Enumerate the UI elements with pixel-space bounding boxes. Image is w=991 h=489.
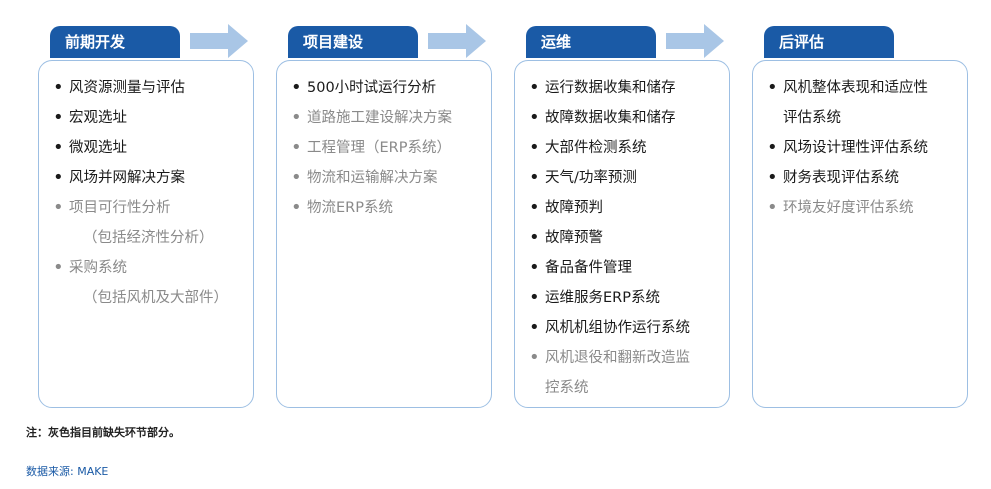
list-item: 备品备件管理 xyxy=(529,253,719,283)
list-item: 天气/功率预测 xyxy=(529,163,719,193)
stage-title: 后评估 xyxy=(764,26,894,58)
item-text: 天气/功率预测 xyxy=(545,170,637,186)
item-text: （包括经济性分析） xyxy=(83,230,214,246)
item-text: 运行数据收集和储存 xyxy=(545,80,676,96)
item-text: 环境友好度评估系统 xyxy=(783,200,914,216)
stage-title: 前期开发 xyxy=(50,26,180,58)
list-item: 环境友好度评估系统 xyxy=(767,193,957,223)
item-text: 风机整体表现和适应性 xyxy=(783,80,928,96)
stage-box: 风资源测量与评估宏观选址微观选址风场并网解决方案项目可行性分析 （包括经济性分析）… xyxy=(38,60,254,408)
list-item: 微观选址 xyxy=(53,133,243,163)
item-text: 风机机组协作运行系统 xyxy=(545,320,690,336)
item-text: 物流和运输解决方案 xyxy=(307,170,438,186)
stage-title: 项目建设 xyxy=(288,26,418,58)
item-text: 风场设计理性评估系统 xyxy=(783,140,928,156)
stage-box: 运行数据收集和储存故障数据收集和储存大部件检测系统天气/功率预测故障预判故障预警… xyxy=(514,60,730,408)
item-text: 500小时试运行分析 xyxy=(307,80,437,96)
item-text: 风机退役和翻新改造监 xyxy=(545,350,690,366)
item-text: 道路施工建设解决方案 xyxy=(307,110,452,126)
item-text: 微观选址 xyxy=(69,140,127,156)
list-item: 工程管理（ERP系统） xyxy=(291,133,481,163)
item-text: 备品备件管理 xyxy=(545,260,632,276)
right-arrow-icon xyxy=(190,24,248,58)
list-item: 故障数据收集和储存 xyxy=(529,103,719,133)
list-item: 项目可行性分析 （包括经济性分析） xyxy=(53,193,243,253)
item-text: 运维服务ERP系统 xyxy=(545,290,660,306)
stage-item-list: 500小时试运行分析道路施工建设解决方案工程管理（ERP系统） 物流和运输解决方案… xyxy=(291,73,481,223)
list-item: 财务表现评估系统 xyxy=(767,163,957,193)
item-text: 故障数据收集和储存 xyxy=(545,110,676,126)
list-item: 采购系统 （包括风机及大部件） xyxy=(53,253,243,313)
list-item: 物流和运输解决方案 xyxy=(291,163,481,193)
list-item: 运行数据收集和储存 xyxy=(529,73,719,103)
item-text: 项目可行性分析 xyxy=(69,200,171,216)
item-text: （包括风机及大部件） xyxy=(83,290,228,306)
list-item: 大部件检测系统 xyxy=(529,133,719,163)
list-item: 风机机组协作运行系统 xyxy=(529,313,719,343)
stage-item-list: 运行数据收集和储存故障数据收集和储存大部件检测系统天气/功率预测故障预判故障预警… xyxy=(529,73,719,403)
right-arrow-icon xyxy=(428,24,486,58)
list-item: 风资源测量与评估 xyxy=(53,73,243,103)
item-text: 故障预警 xyxy=(545,230,603,246)
stage-box: 500小时试运行分析道路施工建设解决方案工程管理（ERP系统） 物流和运输解决方案… xyxy=(276,60,492,408)
list-item: 故障预判 xyxy=(529,193,719,223)
stage-item-list: 风机整体表现和适应性评估系统风场设计理性评估系统财务表现评估系统环境友好度评估系… xyxy=(767,73,957,223)
item-text: 物流ERP系统 xyxy=(307,200,393,216)
right-arrow-icon xyxy=(666,24,724,58)
item-text: 工程管理（ERP系统） xyxy=(307,140,451,156)
item-text: 采购系统 xyxy=(69,260,127,276)
list-item: 风场并网解决方案 xyxy=(53,163,243,193)
item-text: 评估系统 xyxy=(783,110,841,126)
item-text: 财务表现评估系统 xyxy=(783,170,899,186)
item-text: 风场并网解决方案 xyxy=(69,170,185,186)
footnote: 注：灰色指目前缺失环节部分。 xyxy=(26,426,180,439)
stage-box: 风机整体表现和适应性评估系统风场设计理性评估系统财务表现评估系统环境友好度评估系… xyxy=(752,60,968,408)
list-item: 故障预警 xyxy=(529,223,719,253)
item-text: 故障预判 xyxy=(545,200,603,216)
item-text: 大部件检测系统 xyxy=(545,140,647,156)
item-text: 宏观选址 xyxy=(69,110,127,126)
list-item: 物流ERP系统 xyxy=(291,193,481,223)
data-source: 数据来源: MAKE xyxy=(26,465,109,478)
list-item: 运维服务ERP系统 xyxy=(529,283,719,313)
list-item: 风场设计理性评估系统 xyxy=(767,133,957,163)
item-text: 风资源测量与评估 xyxy=(69,80,185,96)
stage-title: 运维 xyxy=(526,26,656,58)
list-item: 500小时试运行分析 xyxy=(291,73,481,103)
list-item: 宏观选址 xyxy=(53,103,243,133)
list-item: 道路施工建设解决方案 xyxy=(291,103,481,133)
item-text: 控系统 xyxy=(545,380,589,396)
stage-item-list: 风资源测量与评估宏观选址微观选址风场并网解决方案项目可行性分析 （包括经济性分析）… xyxy=(53,73,243,313)
